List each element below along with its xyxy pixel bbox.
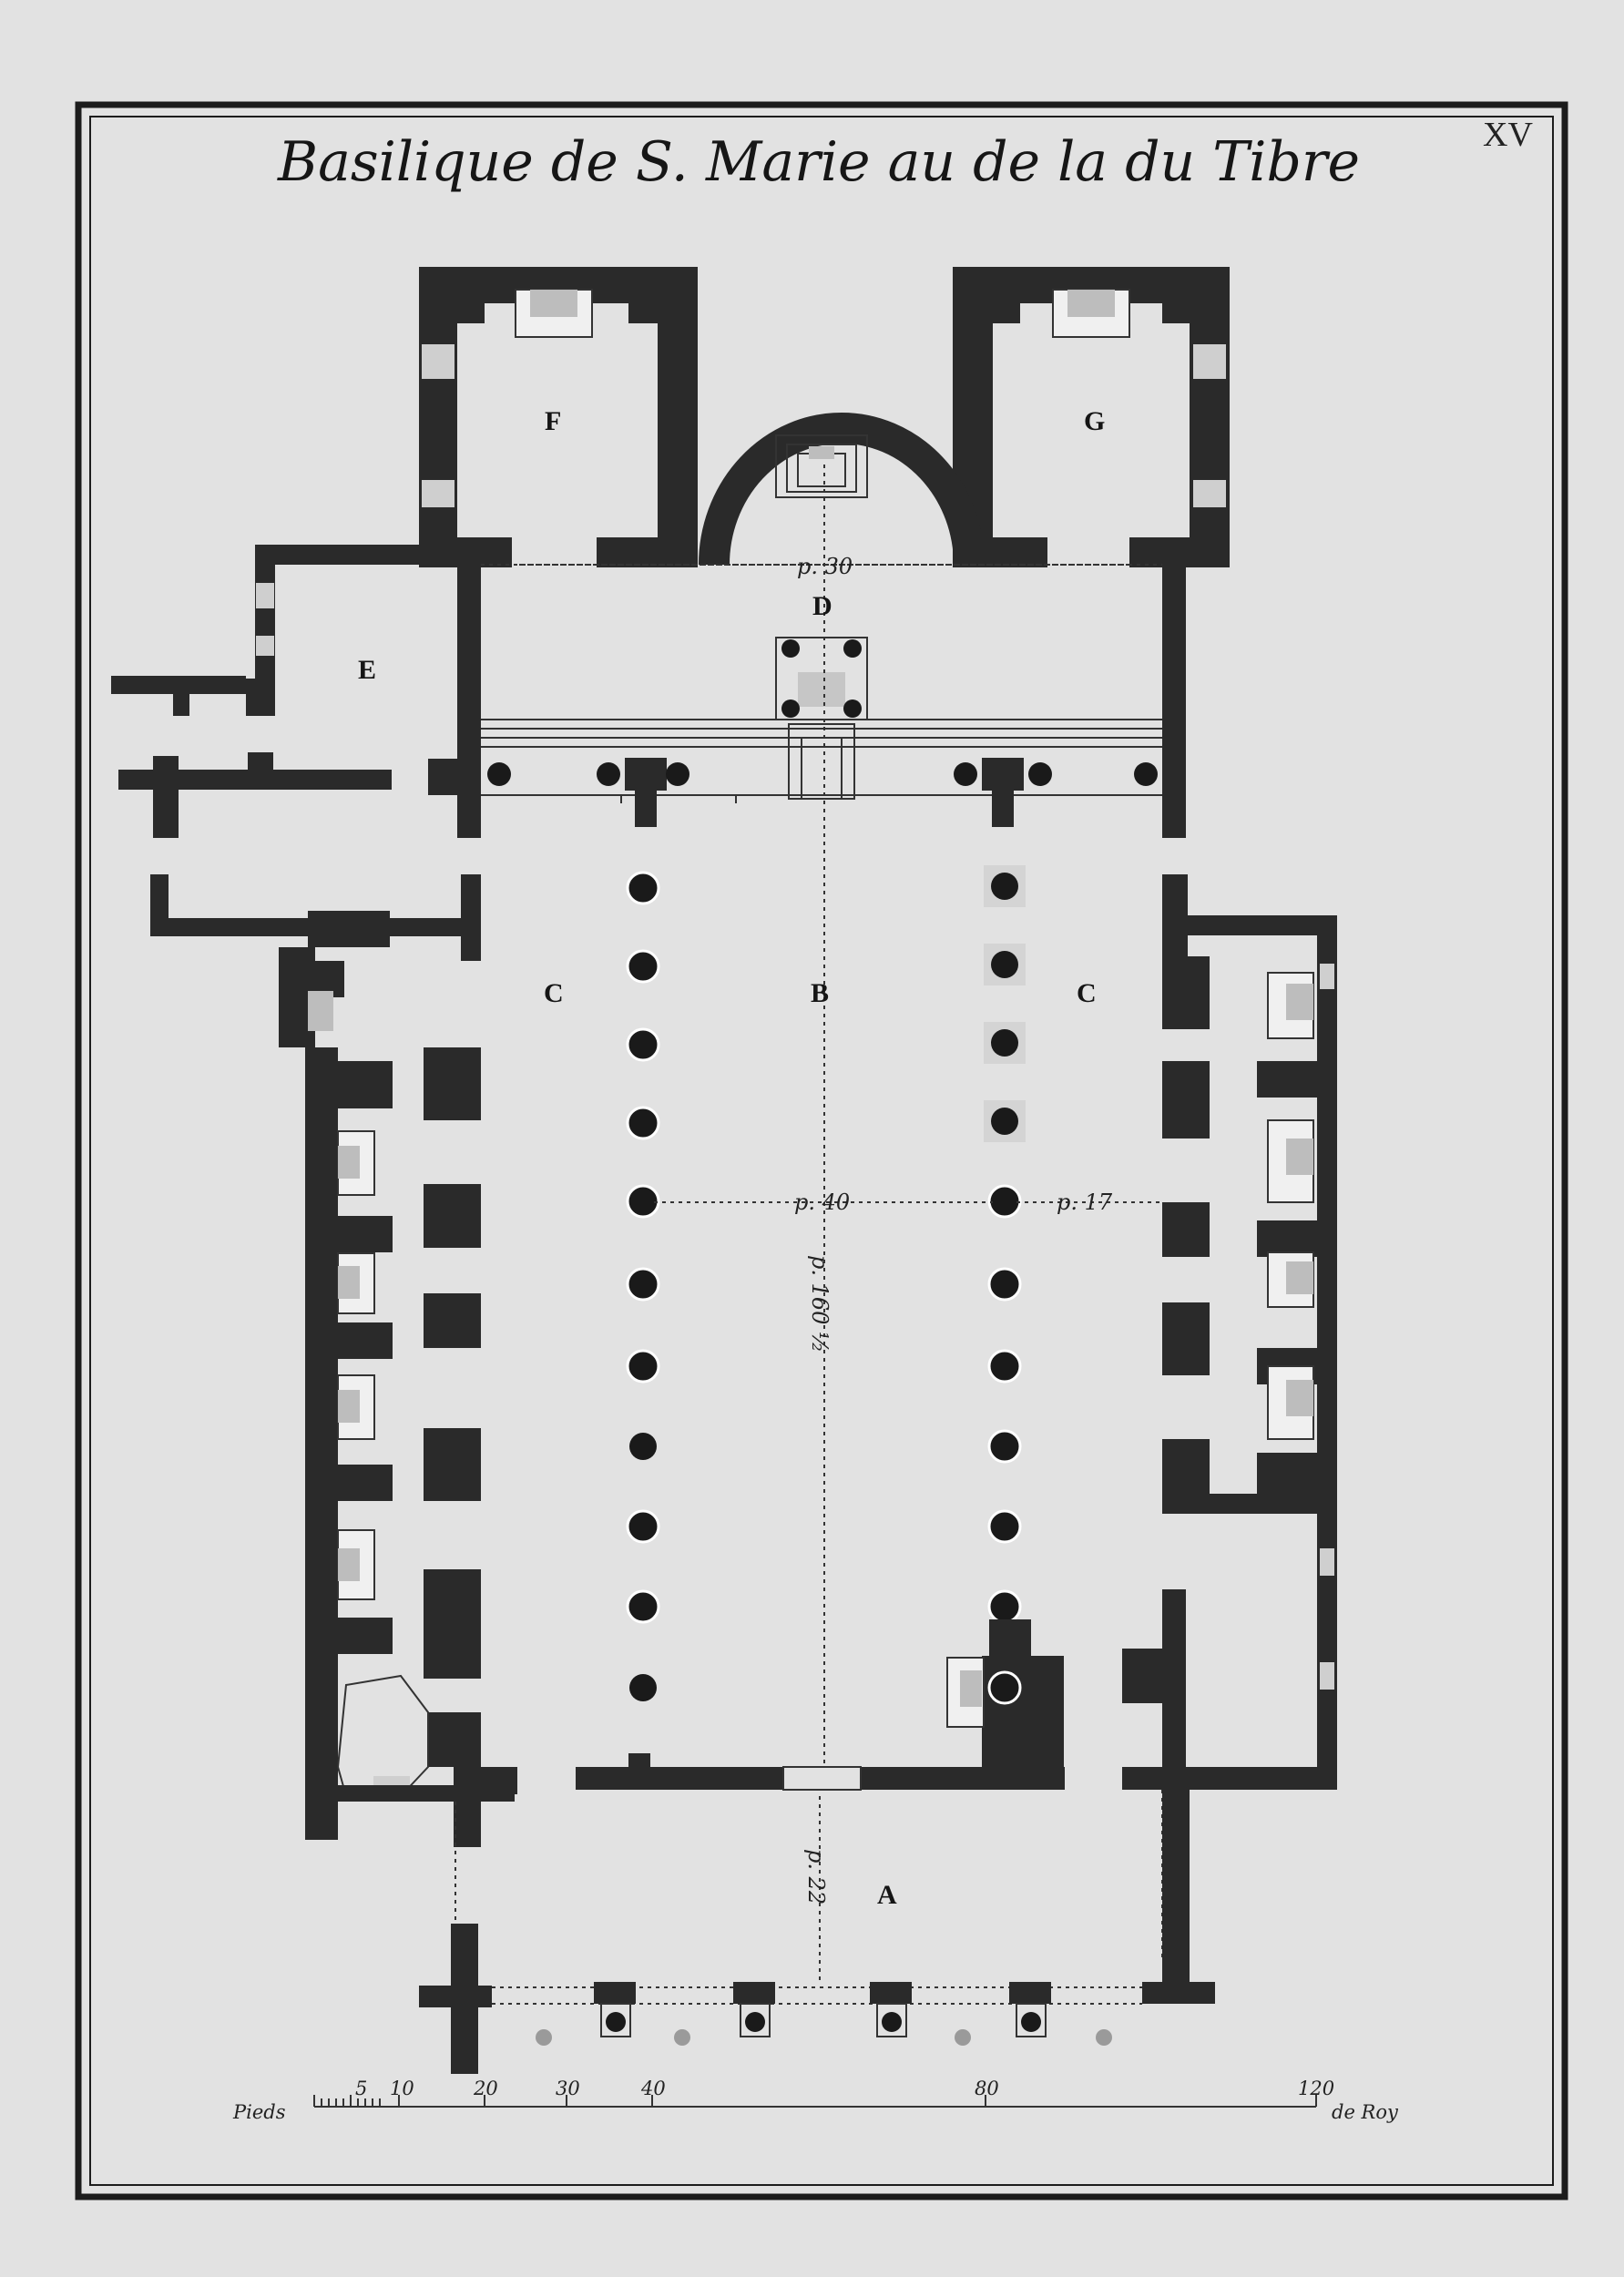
plate-title: Basilique de S. Marie au de la du Tibre (277, 130, 1360, 194)
dimension-atrium-depth: p. 22 (803, 1849, 829, 1904)
left-aisle-chapels (150, 874, 517, 1847)
right-aisle-chapels (1122, 874, 1337, 1790)
dimension-transept: p. 30 (797, 554, 853, 579)
nave-colonnade-left (626, 871, 660, 1701)
transept-columns (487, 758, 1158, 827)
dimension-lines (519, 465, 1162, 1982)
scale-tick-label: 10 (390, 2078, 414, 2099)
nave-colonnade-right (984, 865, 1026, 1624)
scale-tick-label: 5 (355, 2078, 367, 2099)
facade-wall (576, 1753, 1065, 1791)
room-label-g: G (1084, 406, 1105, 436)
room-label-a: A (877, 1880, 897, 1910)
scale-tick-label: 40 (640, 2078, 666, 2099)
scale-bar (313, 2095, 1317, 2108)
room-label-e: E (358, 655, 376, 685)
scale-label-right: de Roy (1332, 2101, 1399, 2123)
scale-tick-label: 20 (473, 2078, 498, 2099)
dimension-nave-length: p. 160 ½ (807, 1255, 832, 1353)
dimension-nave-width: p. 40 (794, 1190, 850, 1215)
room-label-b: B (811, 978, 829, 1008)
baldachin (775, 637, 868, 720)
right-chapel-column-pier (946, 1619, 1064, 1772)
atrium (419, 1790, 1215, 2074)
dimension-aisle-width: p. 17 (1057, 1190, 1113, 1215)
room-label-f: F (545, 406, 561, 436)
room-label-d: D (812, 591, 832, 621)
room-label-c-left: C (544, 978, 564, 1008)
room-label-c-right: C (1077, 978, 1097, 1008)
plate-number: XV (1483, 116, 1533, 154)
scale-tick-label: 30 (556, 2078, 580, 2099)
plate-frame (75, 101, 1568, 2200)
scale-label-left: Pieds (232, 2101, 286, 2123)
transept-walls (111, 545, 1186, 838)
scale-tick-label: 120 (1298, 2078, 1334, 2099)
sacristy-f-walls (419, 267, 698, 567)
apse (699, 413, 985, 566)
scale-tick-label: 80 (975, 2078, 999, 2099)
